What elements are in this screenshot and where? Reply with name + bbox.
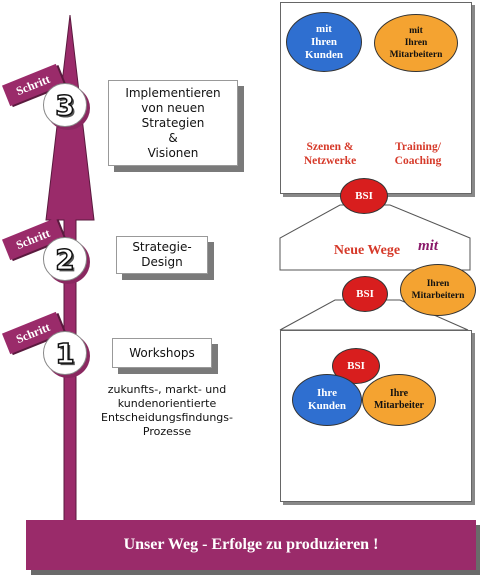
top-customers-oval: mit Ihren Kunden [286, 12, 362, 72]
bottom-customers-oval: Ihre Kunden [292, 374, 362, 426]
footer-banner: Unser Weg - Erfolge zu produzieren ! [26, 520, 476, 570]
top-staff-oval: mit Ihren Mitarbeitern [374, 14, 458, 72]
bsi-oval-top: BSI [340, 178, 388, 214]
step-3-label: Implementieren von neuen Strategien & Vi… [108, 80, 238, 166]
workshop-description: zukunfts-, markt- und kundenorientierte … [101, 383, 233, 438]
bottom-staff-oval: Ihre Mitarbeiter [362, 374, 436, 426]
right-caption: Training/ Coaching [394, 141, 442, 167]
step-2-label: Strategie- Design [116, 236, 208, 274]
step-1-label: Workshops [112, 338, 212, 368]
step-2-number: 2 [43, 237, 87, 281]
middle-staff-oval: Ihren Mitarbeitern [400, 264, 476, 316]
bsi-oval-middle: BSI [342, 276, 388, 312]
neue-wege-panel [279, 204, 471, 271]
step-1-number: 1 [43, 331, 87, 375]
step-3-number: 3 [43, 83, 87, 127]
mit-word: mit [418, 238, 439, 254]
neue-wege-title: Neue Wege [333, 243, 401, 258]
left-caption: Szenen & Netzwerke [303, 141, 357, 167]
